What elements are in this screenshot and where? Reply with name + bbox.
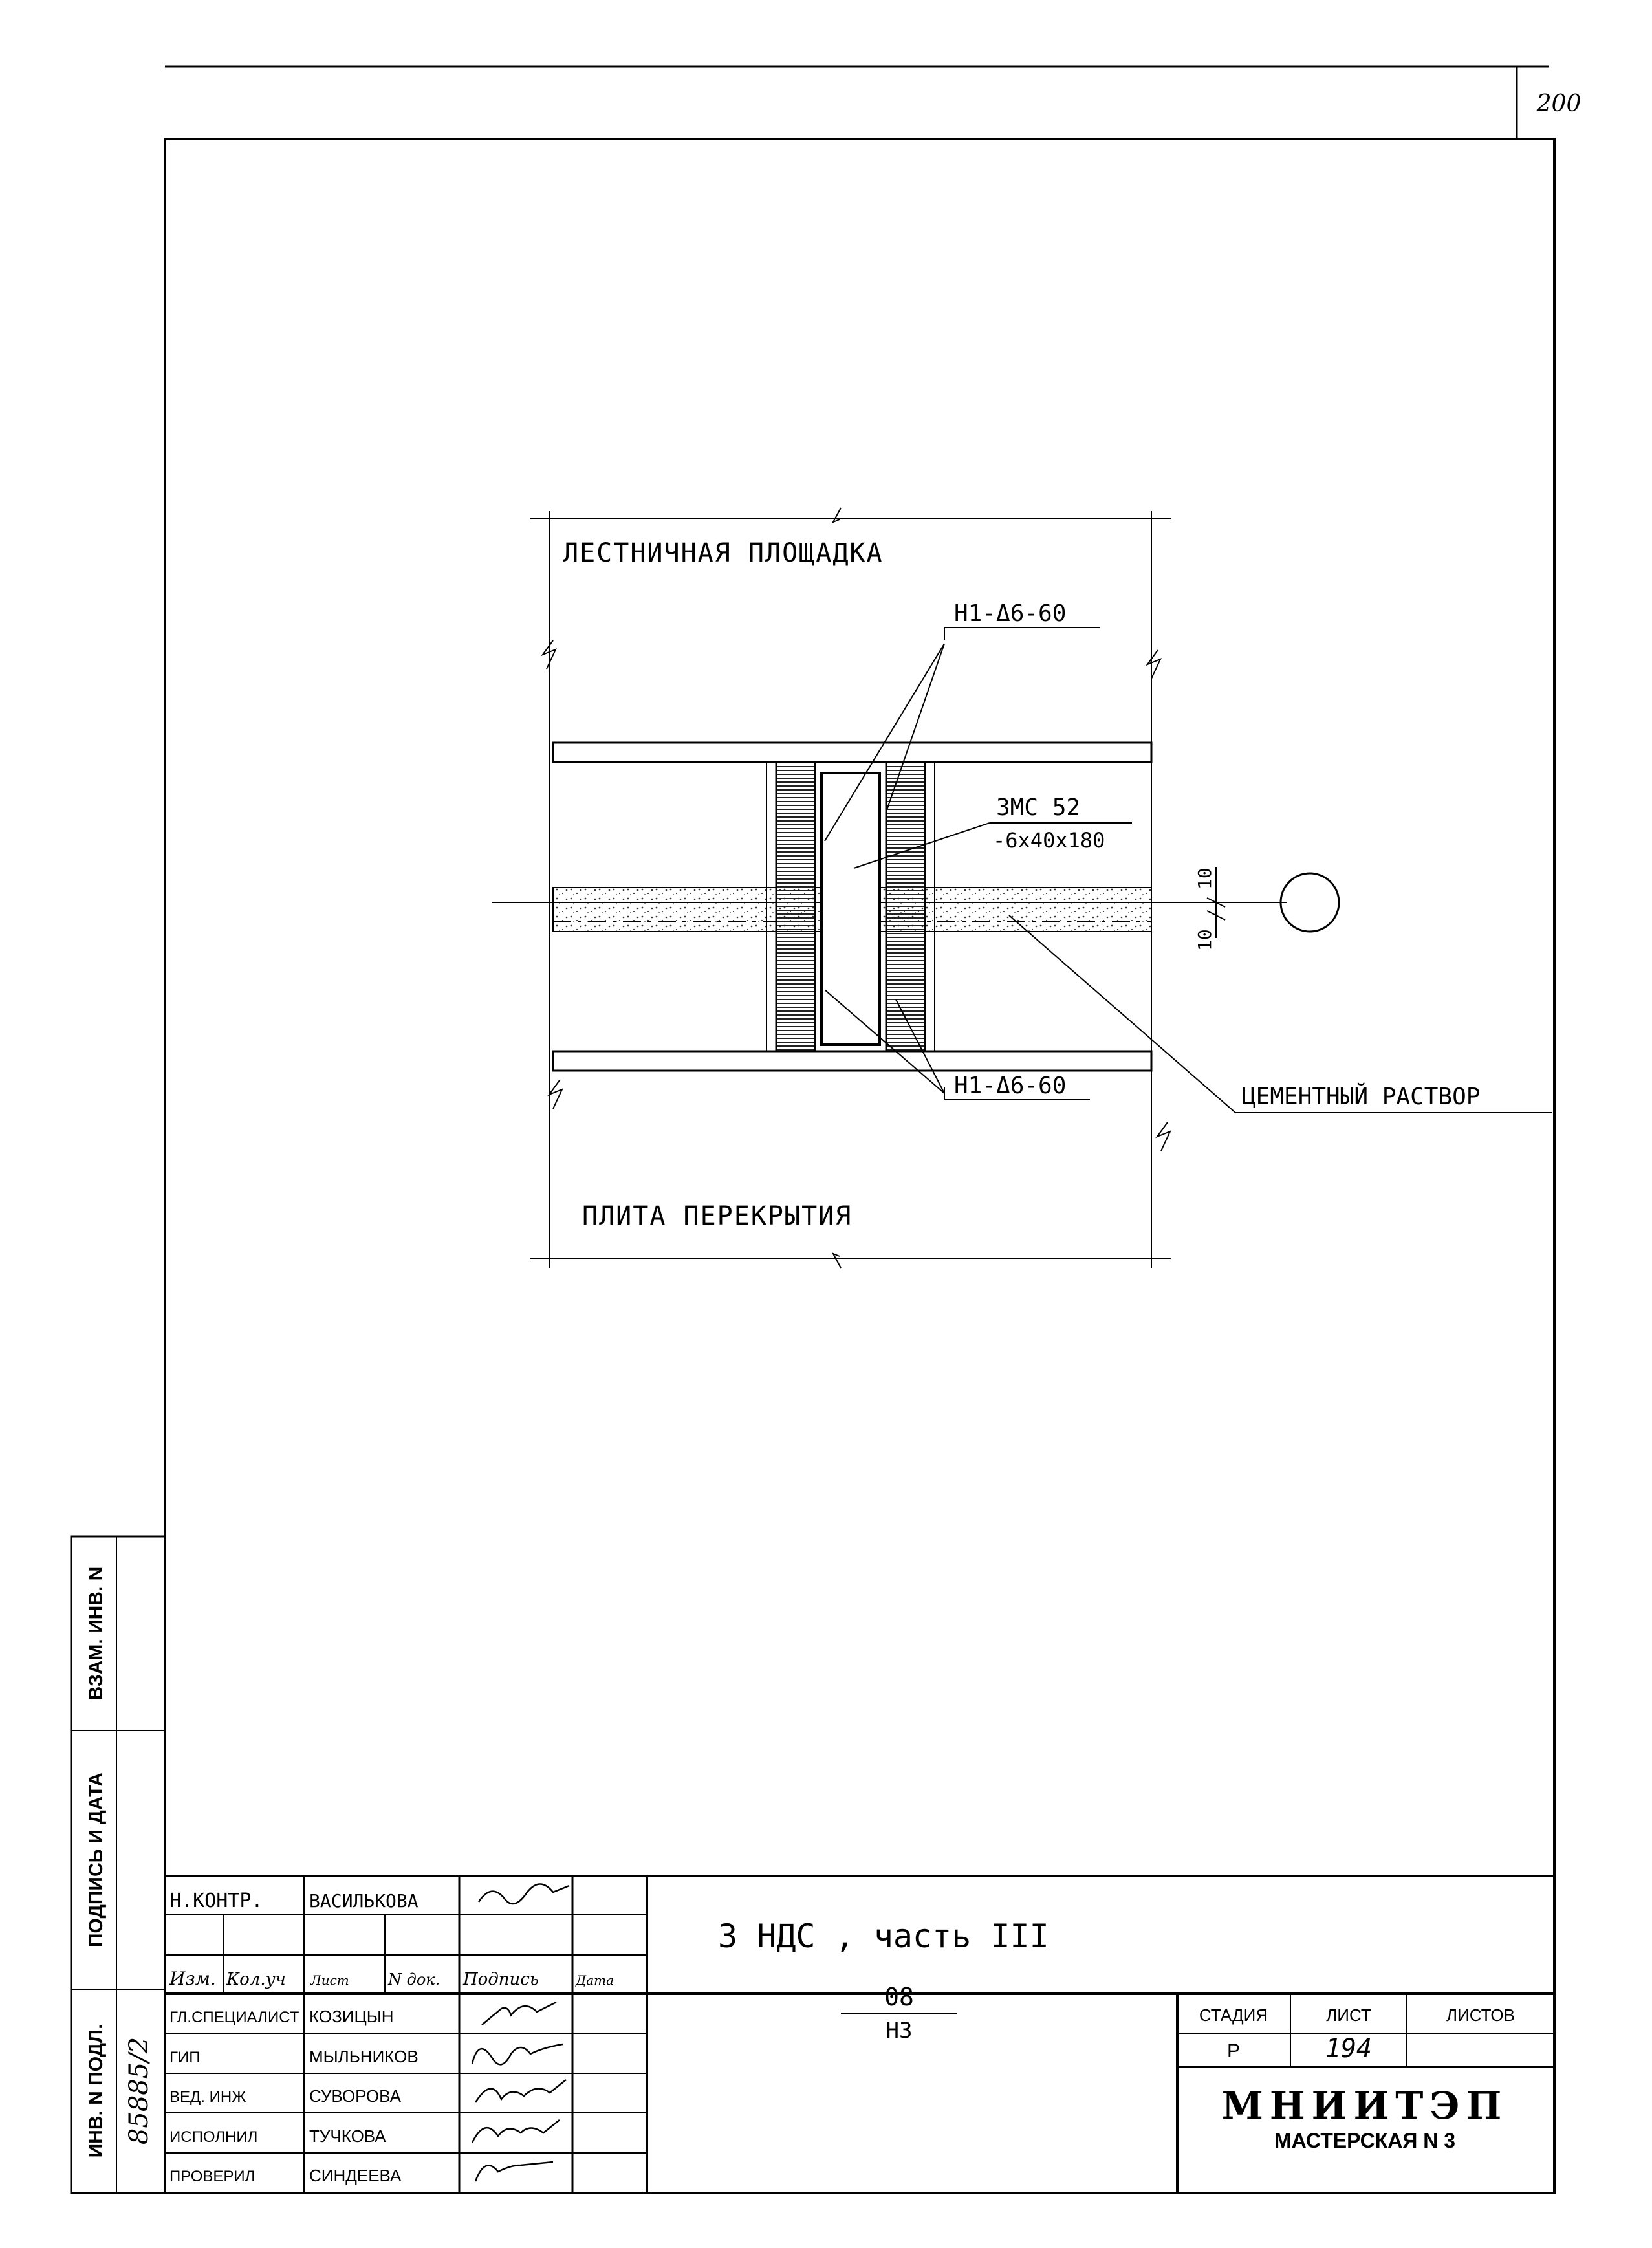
mark-bottom: Н1-Δ6-60 [954, 1073, 1066, 1099]
col-n-dok: N док. [387, 1970, 440, 1989]
col-podpis: Подпись [462, 1970, 539, 1989]
sheet-frame [164, 138, 1556, 2194]
role-3: ВЕД. ИНЖ [169, 2088, 246, 2106]
landing-label: ЛЕСТНИЧНАЯ ПЛОЩАДКА [563, 538, 884, 568]
name-2: МЫЛЬНИКОВ [309, 2047, 418, 2066]
name-3: СУВОРОВА [309, 2086, 402, 2106]
plate-size: -6х40х180 [993, 828, 1105, 853]
inv-podl-label: ИНВ. N ПОДЛ. [85, 2024, 107, 2158]
role-4: ИСПОЛНИЛ [169, 2128, 257, 2146]
stage-value: Р [1227, 2040, 1240, 2062]
mark-top: Н1-Δ6-60 [954, 600, 1066, 627]
role-1: ГЛ.СПЕЦИАЛИСТ [169, 2009, 299, 2026]
n-kontr-name: ВАСИЛЬКОВА [309, 1890, 418, 1912]
plate-mark: ЗМС 52 [996, 794, 1080, 821]
organization-name: МНИИТЭП [1222, 2084, 1508, 2128]
signature-3 [471, 2043, 563, 2066]
sign-date-label: ПОДПИСЬ И ДАТА [85, 1773, 107, 1947]
page-number: 200 [1536, 91, 1581, 117]
col-izm: Изм. [169, 1968, 216, 1989]
floor-slab-label: ПЛИТА ПЕРЕКРЫТИЯ [582, 1201, 852, 1231]
col-data: Дата [575, 1972, 614, 1988]
col-list: Лист [310, 1972, 349, 1988]
name-5: СИНДЕЕВА [309, 2166, 402, 2185]
role-2: ГИП [169, 2049, 201, 2066]
signatures [471, 1883, 570, 2182]
name-1: КОЗИЦЫН [309, 2007, 394, 2026]
sheet-label: ЛИСТ [1326, 2005, 1371, 2025]
sheets-label: ЛИСТОВ [1446, 2005, 1515, 2025]
name-4: ТУЧКОВА [309, 2126, 386, 2146]
sheet-value: 194 [1325, 2034, 1372, 2064]
connection-detail [492, 507, 1552, 1269]
document-title: 3 НДС , часть III [718, 1917, 1049, 1955]
organization-workshop: МАСТЕРСКАЯ N 3 [1274, 2129, 1455, 2152]
stage-label: СТАДИЯ [1199, 2005, 1268, 2025]
vzam-inv-label: ВЗАМ. ИНВ. N [85, 1567, 107, 1701]
signature-5 [471, 2119, 560, 2143]
signature-2 [481, 2001, 557, 2025]
title-block [165, 1875, 1554, 2193]
inv-number: 85885/2 [124, 2037, 154, 2144]
side-stamp: ВЗАМ. ИНВ. N ПОДПИСЬ И ДАТА ИНВ. N ПОДЛ.… [70, 1535, 166, 2194]
signature-4 [474, 2079, 567, 2103]
role-5: ПРОВЕРИЛ [169, 2168, 255, 2185]
title-block-text: Н.КОНТР. ВАСИЛЬКОВА Изм. Кол.уч Лист N д… [169, 1883, 1515, 2185]
n-kontr-label: Н.КОНТР. [169, 1890, 263, 1912]
col-kol-uch: Кол.уч [226, 1970, 286, 1989]
code-bottom: НЗ [886, 2018, 913, 2044]
dim-bottom: 10 [1194, 929, 1215, 951]
code-top: 08 [884, 1983, 914, 2011]
sheet-header: 200 [165, 65, 1581, 139]
dim-top: 10 [1194, 868, 1215, 889]
mortar-label: ЦЕМЕНТНЫЙ РАСТВОР [1242, 1083, 1480, 1110]
signature-6 [474, 2161, 554, 2182]
detail-labels: ЛЕСТНИЧНАЯ ПЛОЩАДКА ПЛИТА ПЕРЕКРЫТИЯ Н1-… [563, 538, 1480, 1231]
signature-1 [477, 1883, 570, 1905]
